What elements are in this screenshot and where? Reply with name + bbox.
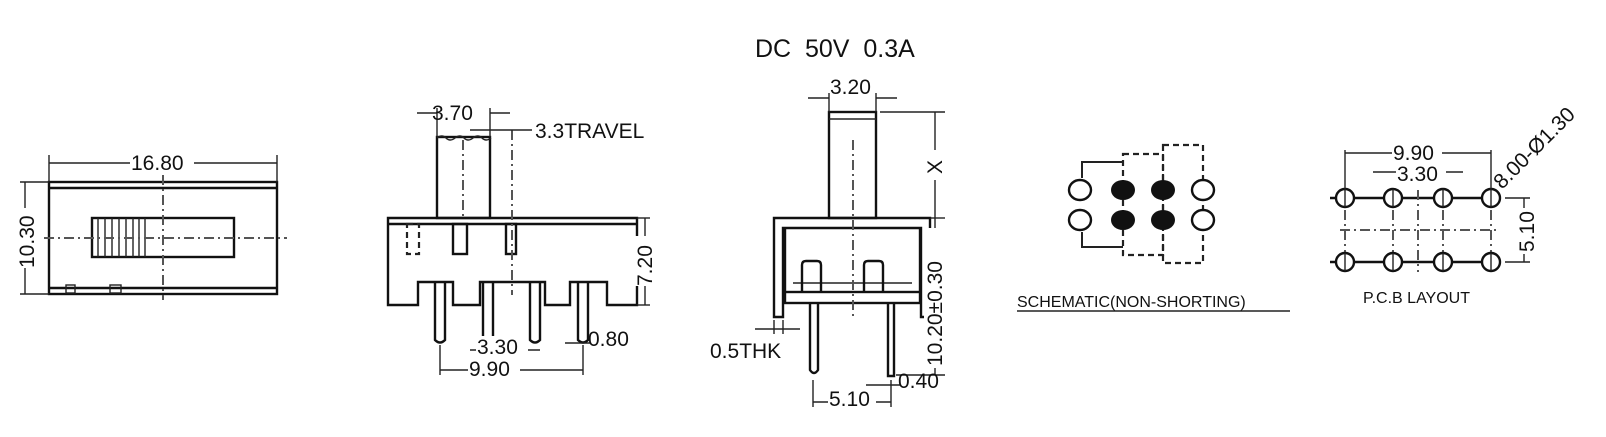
front-actuator-dim: 3.20 — [830, 76, 871, 99]
front-x-dim: X — [924, 160, 947, 174]
top-view: 16.80 10.30 — [14, 150, 287, 300]
pcb-span-dim: 9.90 — [1393, 142, 1434, 165]
pcb-layout-label: P.C.B LAYOUT — [1363, 290, 1470, 307]
pcb-hole-dim: 8.00-Ø1.30 — [1489, 103, 1580, 194]
travel-label: 3.3TRAVEL — [535, 120, 644, 143]
pcb-pitch-dim: 3.30 — [1397, 163, 1438, 186]
front-height-dim: 10.20±0.30 — [924, 261, 947, 366]
side-pitch-dim: 3.30 — [477, 336, 518, 359]
schematic: SCHEMATIC(NON-SHORTING) — [1017, 143, 1290, 312]
pcb-row-dim: 5.10 — [1516, 211, 1539, 252]
top-height-dim: 10.30 — [16, 215, 39, 268]
schematic-contacts — [1067, 178, 1216, 232]
front-pin-spacing-dim: 5.10 — [829, 388, 870, 411]
rating-title: DC 50V 0.3A — [755, 35, 915, 63]
top-width-dim: 16.80 — [131, 152, 184, 175]
side-span-dim: 9.90 — [469, 358, 510, 381]
front-view: 3.20 X 10.20±0.30 0.5THK 5.10 0.40 — [710, 76, 947, 411]
thickness-label: 0.5THK — [710, 340, 781, 363]
side-height-dim: 7.20 — [634, 245, 657, 286]
front-pin-dim: 0.40 — [898, 370, 939, 393]
side-pin-dim: 0.80 — [588, 328, 629, 351]
side-actuator-dim: 3.70 — [432, 102, 473, 125]
schematic-label: SCHEMATIC(NON-SHORTING) — [1017, 294, 1246, 311]
side-view: 3.70 3.3TRAVEL 7.20 3.30 9.90 0.80 — [386, 102, 657, 381]
pcb-layout: 9.90 3.30 5.10 8.00-Ø1.30 P.C.B LAYOUT — [1330, 103, 1580, 307]
